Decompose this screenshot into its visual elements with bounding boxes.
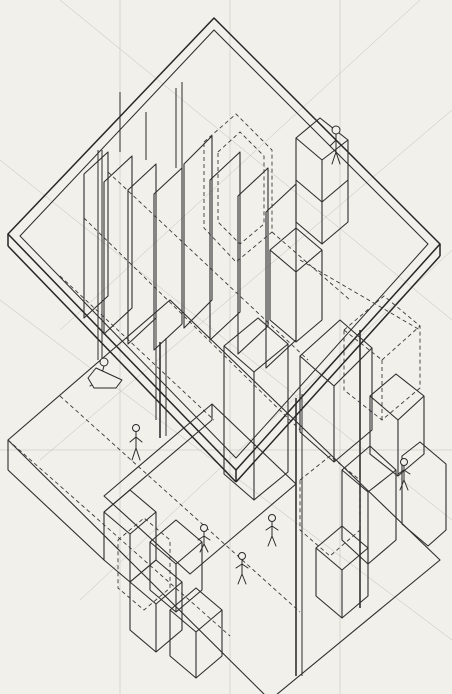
guide-line	[0, 299, 452, 641]
guide-line	[39, 109, 452, 461]
hidden-edge	[299, 259, 421, 331]
box	[169, 587, 223, 679]
box-edge	[103, 511, 131, 535]
box-edge	[295, 249, 323, 273]
box-edge	[341, 469, 369, 493]
roof-frame-inner	[19, 29, 429, 459]
human-figures	[87, 125, 411, 585]
box	[149, 519, 203, 613]
guide-line	[0, 159, 452, 521]
box-edge	[129, 511, 157, 535]
block	[223, 317, 289, 501]
box-edge	[321, 179, 349, 203]
person-figure	[197, 524, 211, 553]
panel	[83, 151, 109, 319]
box-edge	[195, 609, 223, 633]
lower-left-stack	[103, 489, 223, 679]
floor-slab	[7, 299, 441, 694]
hidden-edge	[107, 171, 309, 361]
floor-hidden-edge	[7, 439, 231, 637]
box-edge	[175, 541, 203, 565]
box-edge	[341, 547, 369, 571]
guide-line	[59, 0, 452, 321]
hidden-box	[299, 455, 361, 557]
box	[369, 373, 425, 477]
hidden-edge	[83, 217, 301, 431]
block-edge	[253, 343, 289, 373]
person-figure	[129, 424, 143, 461]
box-edge	[295, 179, 323, 203]
floor-hidden-edge	[59, 395, 301, 613]
lower-right-stack	[299, 373, 447, 619]
hidden-edge	[343, 329, 383, 361]
floor-top	[7, 299, 441, 694]
box-edge	[295, 137, 323, 161]
panel	[183, 135, 213, 329]
block	[299, 319, 373, 463]
roof-edge	[7, 245, 237, 483]
person-figure	[235, 552, 249, 585]
person-figure	[397, 458, 411, 491]
box-edge	[367, 469, 397, 493]
box	[315, 525, 369, 619]
panel	[153, 167, 183, 351]
box	[341, 445, 397, 565]
panel	[103, 155, 133, 335]
box-edge	[369, 395, 399, 421]
hidden-edge	[271, 231, 351, 301]
box-edge	[155, 581, 183, 605]
roof-edge	[235, 255, 441, 483]
hidden-box	[117, 517, 171, 611]
hanging-panels	[83, 82, 297, 420]
box-edge	[269, 249, 297, 273]
box	[401, 441, 447, 547]
person-figure	[87, 357, 123, 389]
box-edge	[321, 139, 349, 161]
box	[129, 559, 183, 653]
corner-posts	[159, 330, 361, 676]
block-edge	[223, 345, 255, 373]
hidden-wall	[217, 131, 265, 245]
box-edge	[129, 581, 157, 605]
floor-edge	[7, 469, 105, 561]
central-blocks	[223, 295, 421, 501]
box-edge	[169, 609, 197, 633]
court-outline	[103, 403, 297, 575]
hidden-edge	[59, 275, 215, 421]
box	[295, 117, 349, 245]
person-figure	[265, 514, 279, 547]
hidden-edge	[381, 325, 421, 361]
box-edge	[149, 541, 177, 565]
box-edge	[397, 395, 425, 421]
panel	[237, 167, 269, 355]
person-figure	[329, 125, 343, 165]
box-edge	[315, 547, 343, 571]
box	[269, 227, 323, 343]
upper-right-stack	[269, 117, 349, 343]
block-edge	[333, 347, 373, 387]
hidden-block	[343, 295, 421, 421]
panel	[209, 151, 241, 341]
block-edge	[299, 355, 335, 387]
hidden-walls	[59, 113, 421, 431]
